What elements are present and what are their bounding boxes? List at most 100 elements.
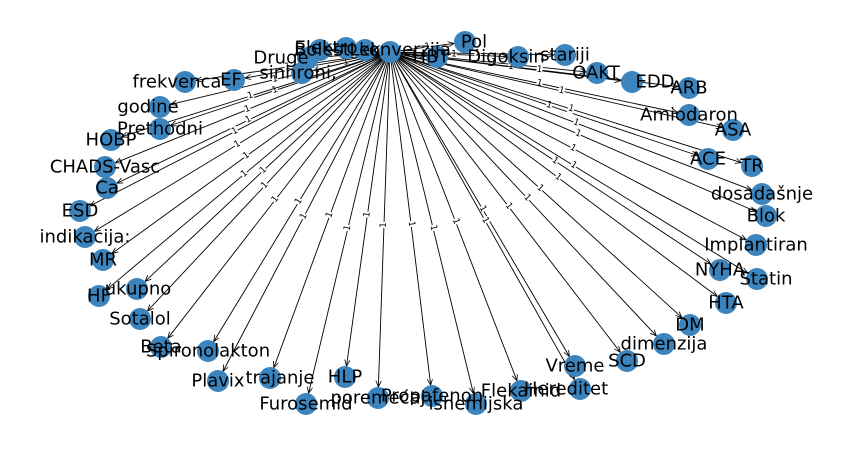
- edge-digoksin: [394, 51, 507, 56]
- node-label-statin: Statin: [740, 269, 793, 290]
- edge-label-bg-furosemid: [342, 223, 354, 233]
- node-statin[interactable]: [746, 268, 768, 290]
- node-label-hbt: HBT: [413, 47, 451, 68]
- edge-label-bg-arb: [535, 64, 544, 76]
- node-label-hobp: HOBP: [86, 130, 137, 151]
- edge-label-bg-hlp: [362, 210, 373, 219]
- edge-label-bg-implantiran: [568, 142, 578, 155]
- edge-blok: [393, 53, 756, 213]
- edge-label-bg-blok: [573, 128, 583, 140]
- node-label-plavix: Plavix: [191, 371, 245, 392]
- edge-weight-label-godine: 1: [271, 74, 279, 85]
- node-beta[interactable]: [150, 336, 172, 358]
- node-indikacija[interactable]: [74, 226, 96, 248]
- node-pol[interactable]: [454, 31, 476, 53]
- node-label-spironolakton: Spironolakton: [146, 341, 270, 362]
- edge-weight-label-blok: 1: [573, 128, 582, 139]
- node-bolest[interactable]: [309, 39, 331, 61]
- node-ace[interactable]: [697, 148, 719, 170]
- node-scd[interactable]: [616, 350, 638, 372]
- node-tr[interactable]: [741, 155, 763, 177]
- node-ca[interactable]: [96, 177, 118, 199]
- edge-label-bg-hobp: [246, 90, 255, 102]
- node-label-pol: Pol: [461, 32, 487, 53]
- node-hlp[interactable]: [334, 366, 356, 388]
- edge-statin: [393, 53, 748, 273]
- node-vreme[interactable]: [564, 355, 586, 377]
- edge-dosada-nje: [393, 53, 752, 191]
- node-hobp[interactable]: [100, 129, 122, 151]
- node-dosada-nje[interactable]: [751, 183, 773, 205]
- node-label-ishemijska: ishemijska: [429, 394, 524, 415]
- edge-tr: [394, 52, 741, 162]
- node-frekvenca[interactable]: [174, 71, 196, 93]
- edge-weight-label-furosemid: 1: [342, 224, 353, 232]
- edge-weight-label-dimenzija: 1: [521, 192, 532, 203]
- node-sinhroni[interactable]: [291, 62, 313, 84]
- edge-weight-label-poreme-aj: 1: [379, 222, 389, 228]
- node-stariji[interactable]: [554, 44, 576, 66]
- node-asa[interactable]: [722, 119, 744, 141]
- node-furosemid[interactable]: [295, 393, 317, 415]
- node-oakt[interactable]: [586, 62, 608, 84]
- edge-dimenzija: [392, 54, 656, 336]
- node-digoksin[interactable]: [507, 46, 529, 68]
- node-label-digoksin: Digoksin: [467, 47, 545, 68]
- edge-weight-label-ishemijska: 1: [427, 224, 438, 232]
- node-label-hlp: HLP: [328, 367, 363, 388]
- edge-label-bg-nyha: [549, 155, 561, 167]
- node-ef[interactable]: [223, 69, 245, 91]
- node-arb[interactable]: [678, 77, 700, 99]
- node-dm[interactable]: [679, 314, 701, 336]
- node-lek[interactable]: [354, 39, 376, 61]
- edge-label-bg-tr: [566, 103, 576, 115]
- node-blok[interactable]: [755, 205, 777, 227]
- node-sotalol[interactable]: [129, 308, 151, 330]
- edge-weight-label-propafenon: 1: [406, 221, 417, 228]
- edge-weight-label-esd: 1: [230, 126, 240, 138]
- edge-ace: [394, 52, 697, 155]
- edge-label-bg-ukupno: [257, 164, 270, 177]
- node-poreme-aj[interactable]: [367, 387, 389, 409]
- edge-weight-label-ukupno: 1: [258, 165, 269, 176]
- node-hta[interactable]: [715, 292, 737, 314]
- node-label-implantiran: Implantiran: [704, 235, 808, 256]
- node-konverzija[interactable]: [379, 41, 401, 63]
- node-label-nyha: NYHA: [695, 260, 746, 281]
- node-prethodni[interactable]: [149, 118, 171, 140]
- edge-weight-label-hobp: 1: [246, 90, 254, 101]
- node-hereditet[interactable]: [569, 378, 591, 400]
- node-mr[interactable]: [92, 249, 114, 271]
- node-label-bolest: Bolest: [294, 40, 350, 61]
- edge-weight-label-implantiran: 1: [568, 143, 578, 155]
- node-elektro[interactable]: [335, 37, 357, 59]
- edge-trajanje: [274, 55, 389, 368]
- node-spironolakton[interactable]: [197, 340, 219, 362]
- node-dimenzija[interactable]: [653, 333, 675, 355]
- edge-pol: [394, 43, 454, 52]
- edge-weight-label-hf: 1: [239, 168, 250, 179]
- node-amiodaron[interactable]: [678, 104, 700, 126]
- node-propafenon[interactable]: [421, 385, 443, 407]
- node-nyha[interactable]: [709, 259, 731, 281]
- node-label-asa: ASA: [715, 120, 752, 141]
- edge-weight-label-sotalol: 1: [259, 180, 270, 191]
- node-godine[interactable]: [149, 96, 171, 118]
- node-plavix[interactable]: [207, 370, 229, 392]
- node-flekainid[interactable]: [510, 380, 532, 402]
- node-ishemijska[interactable]: [465, 393, 487, 415]
- node-label-esd: ESD: [62, 201, 99, 222]
- edge-weight-label-nyha: 1: [550, 155, 560, 167]
- node-edd[interactable]: [621, 71, 643, 93]
- node-chads-vasc[interactable]: [94, 156, 116, 178]
- edge-beta: [168, 55, 388, 338]
- edge-label-bg-hf: [238, 168, 251, 180]
- node-trajanje[interactable]: [259, 367, 281, 389]
- node-hf[interactable]: [88, 285, 110, 307]
- node-hbt[interactable]: [426, 46, 448, 68]
- edge-weight-label-hta: 1: [553, 172, 564, 183]
- node-esd[interactable]: [69, 200, 91, 222]
- node-implantiran[interactable]: [745, 234, 767, 256]
- edge-label-bg-trajanje: [324, 210, 336, 220]
- node-ukupno[interactable]: [126, 278, 148, 300]
